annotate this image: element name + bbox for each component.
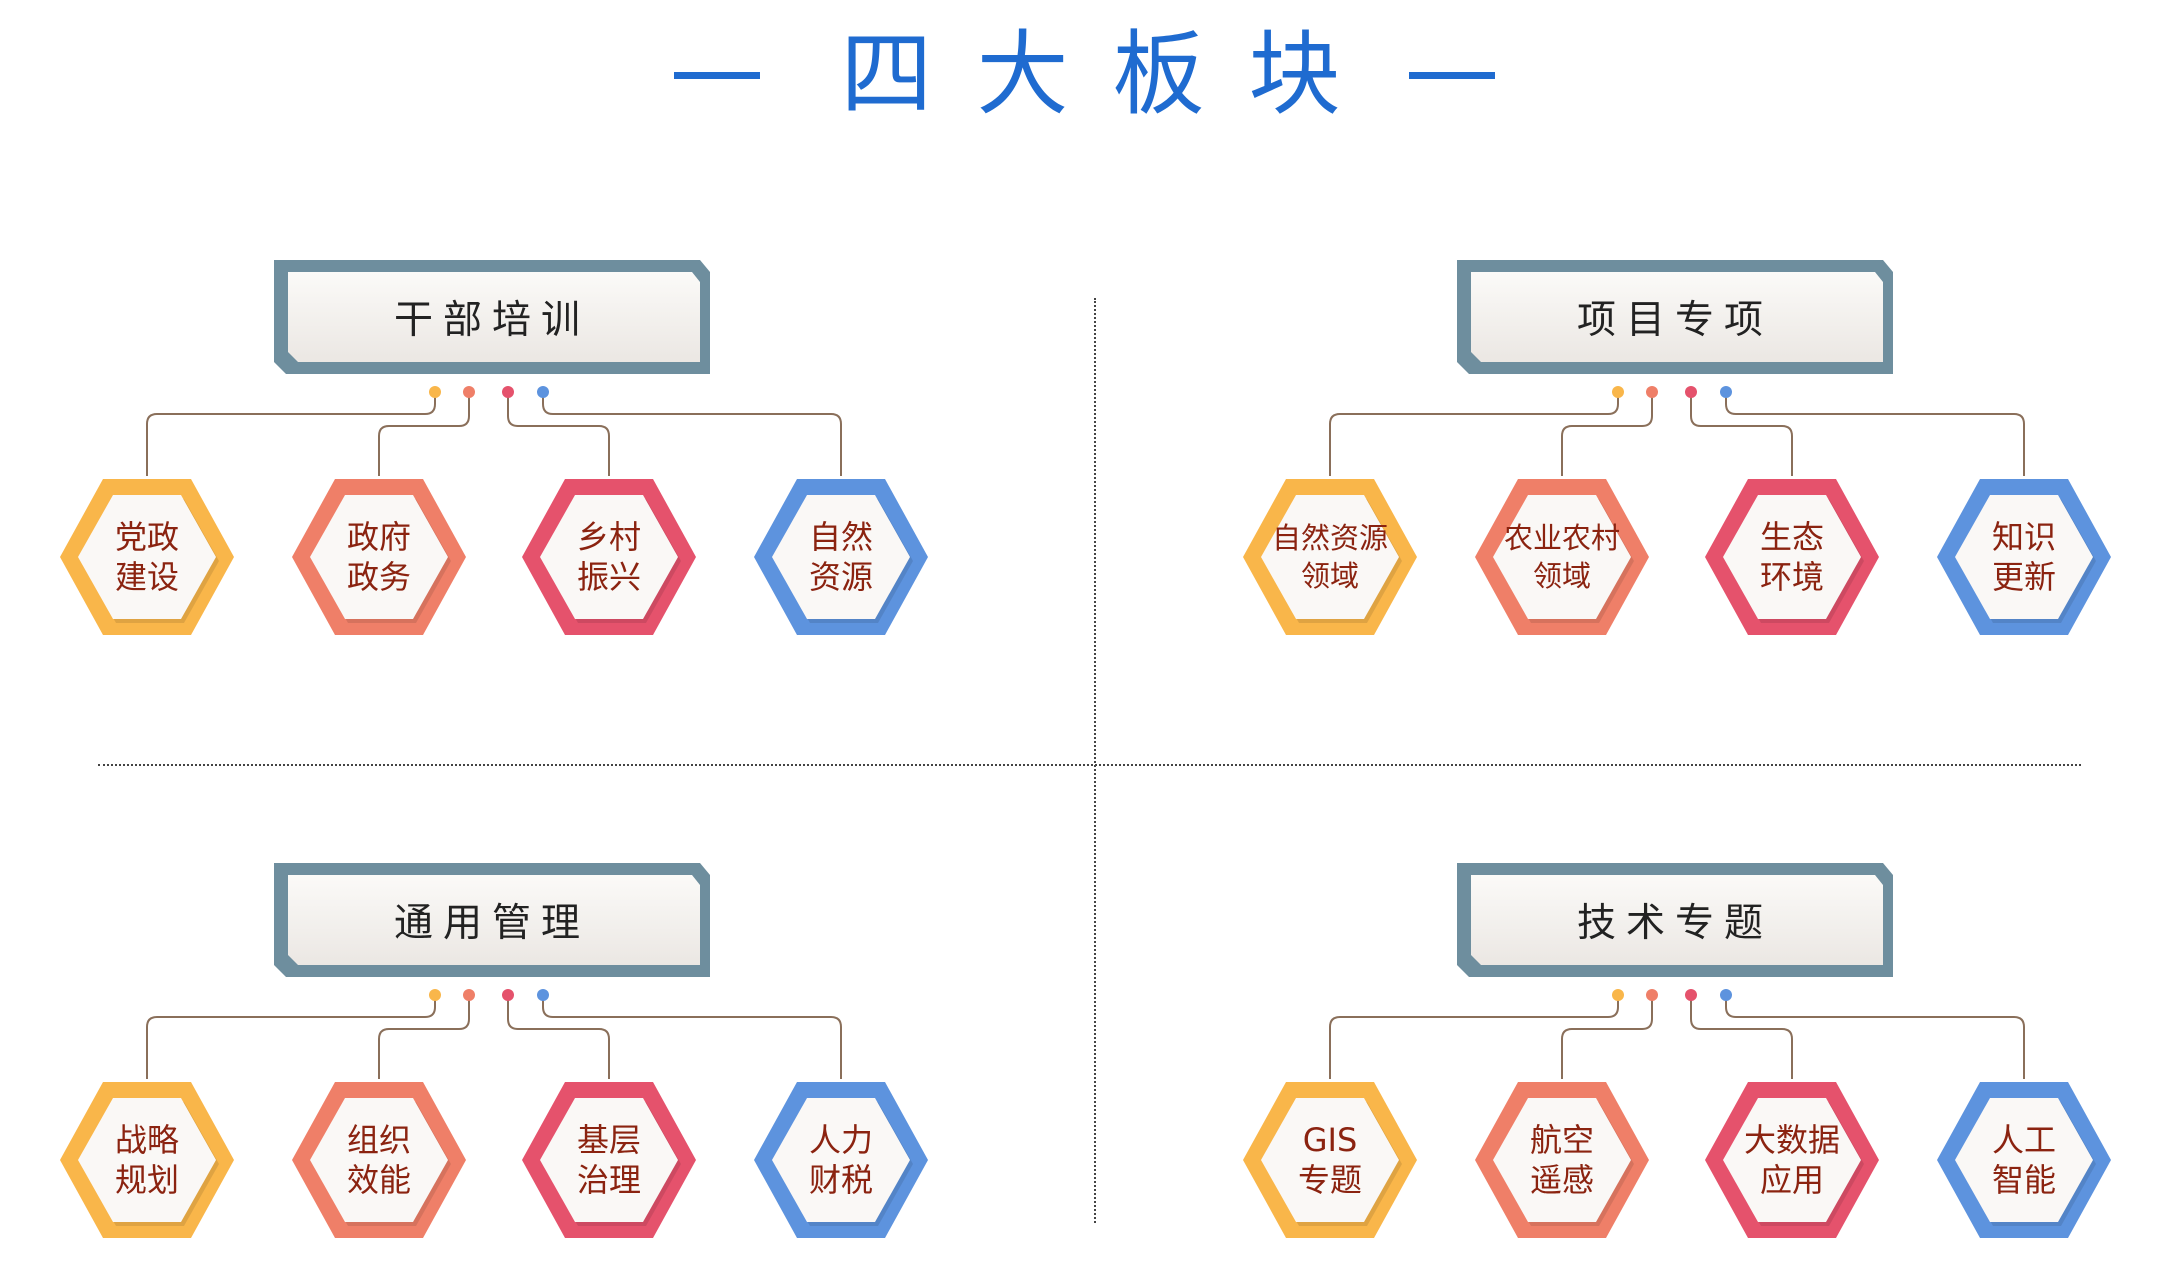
connector-dot — [429, 989, 441, 1001]
hexagon-label: 自然资源 领域 — [1271, 521, 1388, 593]
connector-dot — [502, 989, 514, 1001]
quadrant-cadre-training: 干部培训党政 建设 政府 政务 乡村 振兴 自然 资源 — [40, 258, 940, 678]
hexagon-label: 自然 资源 — [808, 518, 873, 596]
connector-lines — [146, 386, 842, 476]
page-title-text: 四大板块 — [840, 21, 1385, 128]
connector-dot — [1612, 989, 1624, 1001]
hexagon-item: 自然资源 领域 — [1240, 476, 1420, 638]
panel-title: 项目专项 — [1576, 298, 1773, 343]
hexagon-label: GIS 专题 — [1297, 1121, 1362, 1199]
hexagon-label: 基层 治理 — [576, 1121, 641, 1199]
hexagon-item: 政府 政务 — [289, 476, 469, 638]
connector-dot — [1646, 386, 1658, 398]
horizontal-divider — [98, 764, 2081, 766]
connector-dot — [1685, 386, 1697, 398]
hexagon-label: 党政 建设 — [114, 518, 179, 596]
hexagon-label: 战略 规划 — [114, 1121, 179, 1199]
hexagon-label: 大数据 应用 — [1743, 1121, 1840, 1199]
hexagon-item: 战略 规划 — [57, 1079, 237, 1241]
hexagon-label: 农业农村 领域 — [1503, 521, 1620, 593]
panel-header: 技术专题 — [1455, 861, 1895, 979]
title-right-dash — [1408, 71, 1495, 79]
hexagon-label: 政府 政务 — [346, 518, 411, 596]
connector-dot — [537, 386, 549, 398]
connector-lines — [146, 989, 842, 1079]
quadrant-technical-topics: 技术专题 GIS 专题 航空 遥感 大数据 应用 人工 智能 — [1223, 861, 2123, 1281]
hexagon-item: 知识 更新 — [1934, 476, 2114, 638]
hexagon-item: 乡村 振兴 — [519, 476, 699, 638]
quadrant-general-management: 通用管理战略 规划 组织 效能 基层 治理 人力 财税 — [40, 861, 940, 1281]
connector-dot — [502, 386, 514, 398]
connector-dot — [537, 989, 549, 1001]
hexagon-item: 人工 智能 — [1934, 1079, 2114, 1241]
connector-dot — [429, 386, 441, 398]
hexagon-label: 人工 智能 — [1991, 1121, 2056, 1199]
hexagon-item: 生态 环境 — [1702, 476, 1882, 638]
connector-dot — [1720, 989, 1732, 1001]
hexagon-label: 生态 环境 — [1759, 518, 1824, 596]
connector-dot — [463, 386, 475, 398]
connector-dot — [1685, 989, 1697, 1001]
connector-lines — [1329, 989, 2025, 1079]
hexagon-label: 知识 更新 — [1991, 518, 2056, 596]
hexagon-item: 自然 资源 — [751, 476, 931, 638]
connector-dot — [1646, 989, 1658, 1001]
vertical-divider — [1094, 298, 1096, 1223]
hexagon-item: 组织 效能 — [289, 1079, 469, 1241]
panel-header: 通用管理 — [272, 861, 712, 979]
title-left-dash — [674, 71, 761, 79]
hexagon-item: GIS 专题 — [1240, 1079, 1420, 1241]
hexagon-item: 党政 建设 — [57, 476, 237, 638]
panel-header: 干部培训 — [272, 258, 712, 376]
panel-header: 项目专项 — [1455, 258, 1895, 376]
connector-dot — [463, 989, 475, 1001]
connector-lines — [1329, 386, 2025, 476]
quadrant-special-projects: 项目专项自然资源 领域 农业农村 领域 生态 环境 知识 更新 — [1223, 258, 2123, 678]
connector-dot — [1612, 386, 1624, 398]
hexagon-label: 航空 遥感 — [1529, 1121, 1594, 1199]
hexagon-label: 乡村 振兴 — [576, 518, 641, 596]
panel-title: 干部培训 — [393, 298, 590, 343]
hexagon-item: 基层 治理 — [519, 1079, 699, 1241]
panel-title: 通用管理 — [393, 901, 590, 946]
page-title: 四大板块 — [0, 10, 2169, 140]
connector-dot — [1720, 386, 1732, 398]
hexagon-item: 农业农村 领域 — [1472, 476, 1652, 638]
panel-title: 技术专题 — [1576, 901, 1773, 946]
hexagon-item: 人力 财税 — [751, 1079, 931, 1241]
hexagon-item: 大数据 应用 — [1702, 1079, 1882, 1241]
hexagon-item: 航空 遥感 — [1472, 1079, 1652, 1241]
hexagon-label: 组织 效能 — [346, 1121, 411, 1199]
hexagon-label: 人力 财税 — [808, 1121, 873, 1199]
